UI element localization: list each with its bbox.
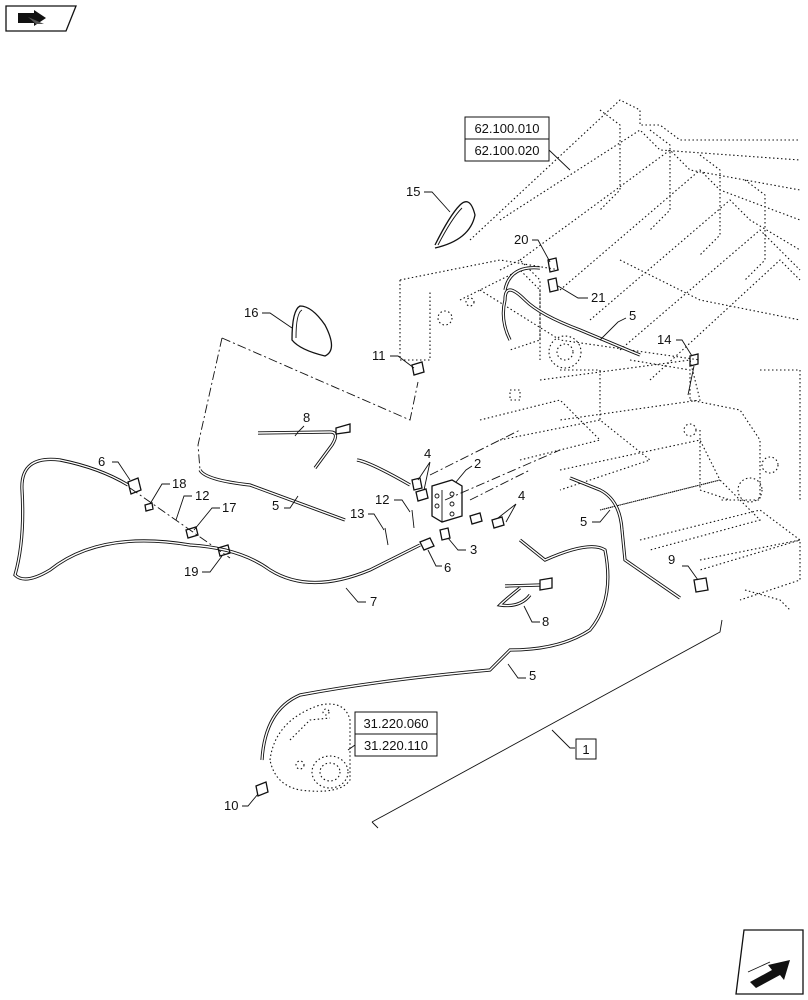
svg-text:5: 5 <box>629 308 636 323</box>
callout-14: 14 <box>657 332 693 357</box>
assembly-bracket <box>371 619 723 829</box>
callout-20: 20 <box>514 232 551 263</box>
svg-text:16: 16 <box>244 305 258 320</box>
ring-16 <box>291 305 333 357</box>
callout-4-upper: 4 <box>417 446 431 491</box>
previous-page-icon[interactable] <box>5 5 77 32</box>
svg-text:4: 4 <box>518 488 525 503</box>
callout-21: 21 <box>557 285 605 305</box>
svg-text:31.220.060: 31.220.060 <box>363 716 428 731</box>
ref-box-62-100-020[interactable]: 62.100.020 <box>464 138 550 162</box>
callout-9: 9 <box>668 552 699 581</box>
svg-text:62.100.010: 62.100.010 <box>474 121 539 136</box>
callout-2: 2 <box>455 456 481 483</box>
callout-15: 15 <box>406 184 451 213</box>
center-lines <box>129 337 561 559</box>
svg-text:1: 1 <box>582 742 589 757</box>
next-page-icon[interactable] <box>735 929 804 995</box>
callout-10: 10 <box>224 793 259 813</box>
svg-text:19: 19 <box>184 564 198 579</box>
svg-text:62.100.020: 62.100.020 <box>474 143 539 158</box>
callout-3: 3 <box>447 537 477 557</box>
svg-text:31.220.110: 31.220.110 <box>364 738 428 753</box>
hose-5-lower <box>260 538 610 761</box>
svg-text:8: 8 <box>303 410 310 425</box>
svg-text:12: 12 <box>375 492 389 507</box>
callout-13: 13 <box>350 506 385 531</box>
ring-15 <box>434 201 476 249</box>
svg-text:8: 8 <box>542 614 549 629</box>
callout-5-middle: 5 <box>272 495 299 513</box>
fittings <box>127 257 709 797</box>
svg-text:18: 18 <box>172 476 186 491</box>
motor-drawing <box>269 703 351 792</box>
hose-8-upper <box>257 423 351 469</box>
hose-5-left <box>198 469 346 522</box>
svg-text:10: 10 <box>224 798 238 813</box>
callout-11: 11 <box>372 348 415 369</box>
callout-12-left: 12 <box>175 488 209 521</box>
svg-text:5: 5 <box>580 514 587 529</box>
valve-block-2 <box>431 479 463 523</box>
svg-text:5: 5 <box>272 498 279 513</box>
hose-upper <box>501 266 641 357</box>
ref-box-31-220-110[interactable]: 31.220.110 <box>354 733 438 757</box>
header-frame-drawing <box>399 99 802 611</box>
callout-6-middle: 6 <box>427 549 451 575</box>
svg-text:14: 14 <box>657 332 671 347</box>
ref-box-assembly-1[interactable]: 1 <box>575 738 597 760</box>
hose-7 <box>13 457 421 584</box>
svg-text:9: 9 <box>668 552 675 567</box>
svg-text:7: 7 <box>370 594 377 609</box>
callout-18: 18 <box>149 476 186 505</box>
svg-text:21: 21 <box>591 290 605 305</box>
callout-8-upper: 8 <box>294 410 310 437</box>
callout-8-lower: 8 <box>523 605 549 629</box>
callout-5-right: 5 <box>580 509 611 529</box>
svg-text:20: 20 <box>514 232 528 247</box>
callout-16: 16 <box>244 305 293 329</box>
callout-4-lower: 4 <box>497 488 525 523</box>
callout-5-upper: 5 <box>599 308 636 341</box>
callout-17: 17 <box>193 500 236 531</box>
ref-box-62-100-010[interactable]: 62.100.010 <box>464 116 550 140</box>
svg-text:5: 5 <box>529 668 536 683</box>
svg-text:11: 11 <box>372 348 386 363</box>
hose-8-lower <box>496 577 553 608</box>
svg-text:4: 4 <box>424 446 431 461</box>
ref-box-31-220-060[interactable]: 31.220.060 <box>354 711 438 735</box>
svg-text:12: 12 <box>195 488 209 503</box>
svg-text:2: 2 <box>474 456 481 471</box>
svg-text:13: 13 <box>350 506 364 521</box>
svg-text:17: 17 <box>222 500 236 515</box>
callout-12-right: 12 <box>375 492 411 513</box>
callout-6-left: 6 <box>98 454 131 481</box>
hose-5-right <box>569 476 681 600</box>
callout-7: 7 <box>345 587 377 609</box>
hose-5-valve <box>356 458 411 487</box>
svg-text:3: 3 <box>470 542 477 557</box>
callout-19: 19 <box>184 555 223 579</box>
svg-text:6: 6 <box>444 560 451 575</box>
svg-text:15: 15 <box>406 184 420 199</box>
callout-5-lower: 5 <box>507 663 536 683</box>
svg-text:6: 6 <box>98 454 105 469</box>
